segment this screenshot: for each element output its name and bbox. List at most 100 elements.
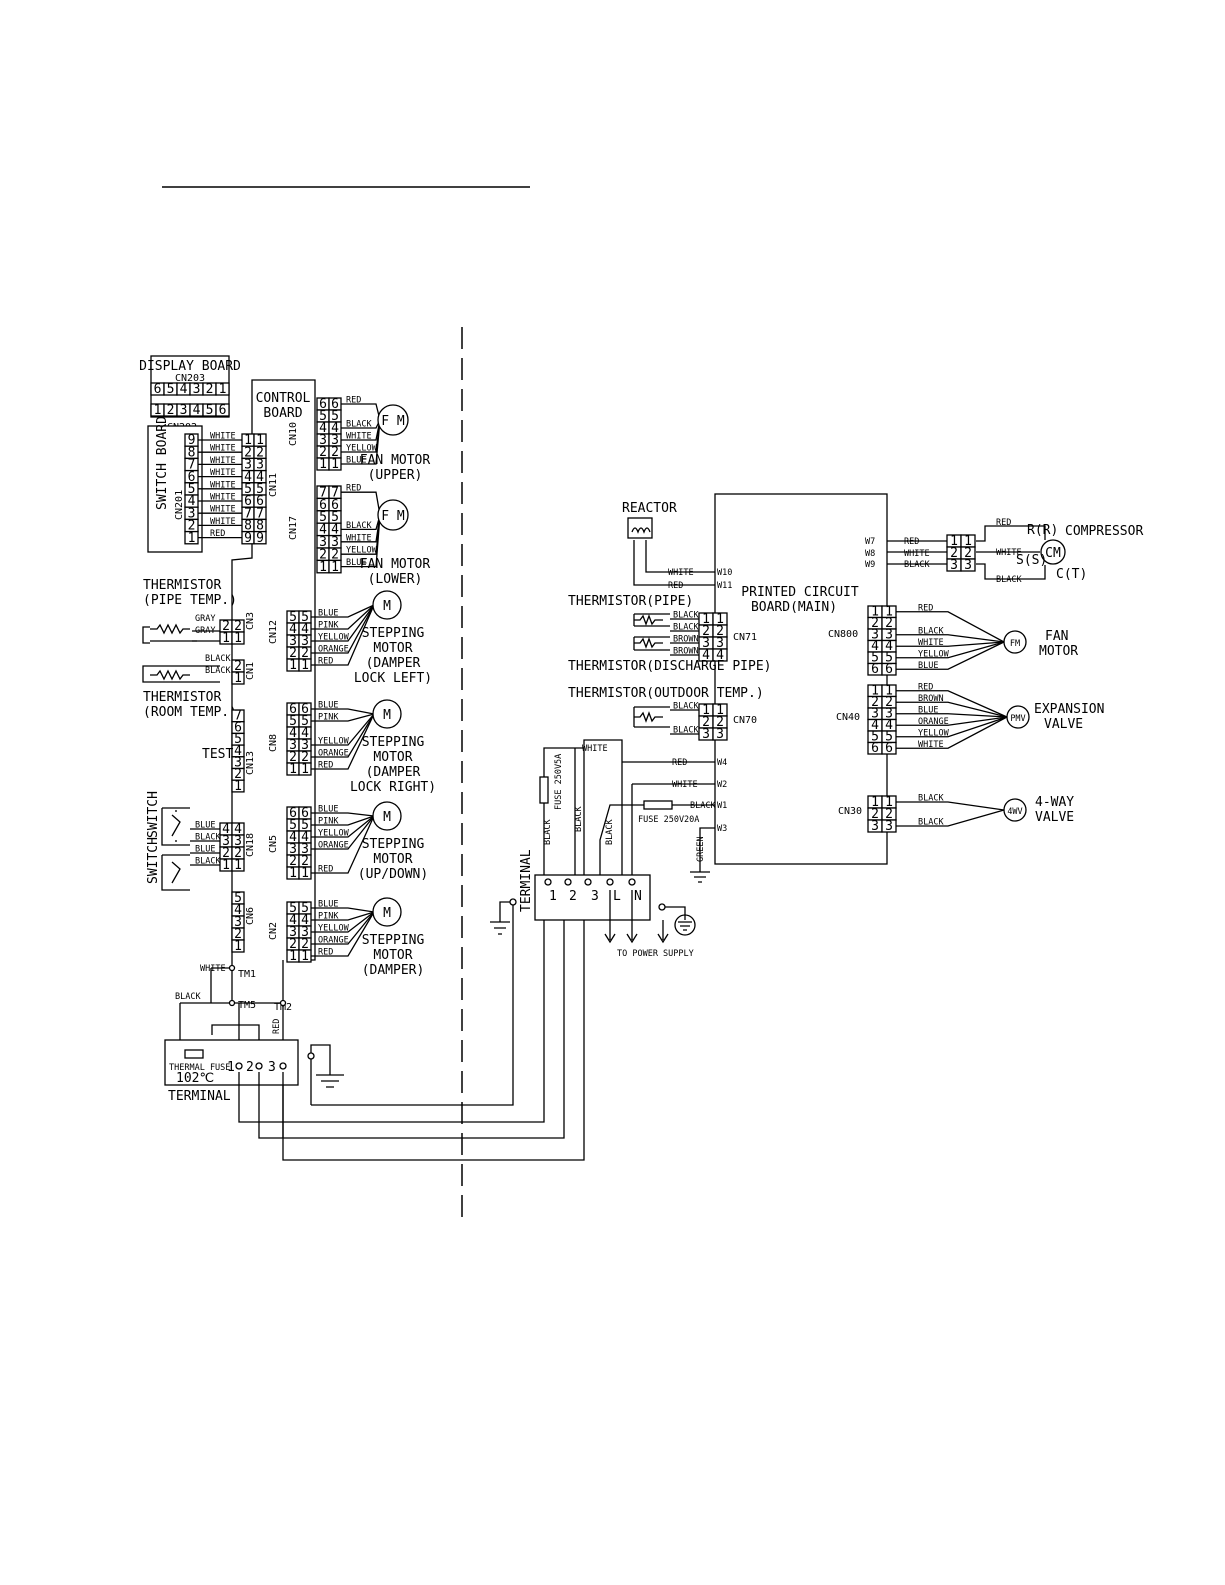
cn203-pin: 2 xyxy=(206,382,214,397)
cn10-pin: 5 xyxy=(331,409,339,424)
cn2-pin: 4 xyxy=(301,913,309,928)
cn10-wire xyxy=(341,403,381,421)
cn17-wire-label: RED xyxy=(346,484,361,494)
cn5-wire-label: ORANGE xyxy=(318,841,349,851)
cn202-pin-cell xyxy=(215,403,230,417)
cn10-label: CN10 xyxy=(288,422,299,446)
cn5-pin: 1 xyxy=(289,866,297,881)
cn11-pin: 6 xyxy=(244,494,252,509)
cn5-pin: 5 xyxy=(301,818,309,833)
cn201-label: CN201 xyxy=(174,490,185,520)
expansion-valve-icon xyxy=(1006,705,1030,729)
expansion-valve-label-2: VALVE xyxy=(1044,717,1083,732)
fuse-250v5a-label: FUSE 250V5A xyxy=(554,754,564,810)
cn17-pin: 5 xyxy=(319,510,327,525)
cn70-wire-label: BLACK xyxy=(673,702,699,712)
expansion-valve-symbol: PMV xyxy=(1010,714,1025,724)
thermistor-discharge-icon xyxy=(633,636,670,651)
cn8-wire-label: ORANGE xyxy=(318,749,349,759)
cn8-wire xyxy=(311,713,375,746)
cn2-wire-label: BLUE xyxy=(318,900,338,910)
cn800-pin: 6 xyxy=(871,662,879,677)
cn11-pin: 7 xyxy=(244,506,252,521)
white-wire-label: WHITE xyxy=(200,964,226,974)
cn18-pin: 1 xyxy=(234,858,242,873)
cn1-label: CN1 xyxy=(245,662,256,680)
compressor-icon xyxy=(1040,539,1066,565)
power-supply-label: TO POWER SUPPLY xyxy=(617,949,694,959)
stepping-damper-l3: (DAMPER) xyxy=(362,963,425,978)
cn13-label: CN13 xyxy=(245,751,256,775)
power-wires xyxy=(543,739,715,882)
cn11-pin: 1 xyxy=(256,433,264,448)
outdoor-unit: PRINTED CIRCUIT BOARD(MAIN) REACTOR WHIT… xyxy=(490,493,1143,959)
cn13-pin: 1 xyxy=(234,779,242,794)
cn8-pin: 5 xyxy=(301,714,309,729)
cn10-pin: 2 xyxy=(331,445,339,460)
cn30-pin: 2 xyxy=(871,807,879,822)
cn800-pin: 3 xyxy=(885,628,893,643)
cn8-wire xyxy=(311,713,375,722)
cn2-pin: 5 xyxy=(289,901,297,916)
stepping-lock-right-l3: (DAMPER xyxy=(366,765,421,780)
cn12-wire xyxy=(311,604,375,666)
cn12-pin: 5 xyxy=(289,610,297,625)
test-label: TEST xyxy=(202,747,233,762)
fan-motor-out-symbol: FM xyxy=(1010,639,1020,649)
cn17-wire-label: BLUE xyxy=(346,558,366,568)
cn201-wire-label: WHITE xyxy=(210,517,236,527)
cn800-wire xyxy=(896,641,1005,670)
cn1-pin: 2 xyxy=(234,659,242,674)
cn40-wire xyxy=(896,716,1008,726)
cn2-pin: 2 xyxy=(289,937,297,952)
cn17-wire xyxy=(341,491,381,516)
cn201-wire-label: WHITE xyxy=(210,493,236,503)
stepping-lock-right-l2: MOTOR xyxy=(373,750,412,765)
cn71-wire-label: BROWN xyxy=(673,647,699,657)
cn203-pin: 4 xyxy=(180,382,188,397)
cn18-label: CN18 xyxy=(245,833,256,857)
cn202-pin: 4 xyxy=(193,403,201,418)
cn40-pin: 6 xyxy=(871,741,879,756)
cn11-pin: 3 xyxy=(244,458,252,473)
fan-motor-out-label-2: MOTOR xyxy=(1039,644,1078,659)
cn2-label: CN2 xyxy=(268,922,279,940)
cn40-label: CN40 xyxy=(836,712,860,723)
cn40-wire xyxy=(896,716,1008,738)
cn6-label: CN6 xyxy=(245,907,256,925)
cn17-pin: 7 xyxy=(331,485,339,500)
cn8-wire xyxy=(311,713,375,770)
comp-white-out: WHITE xyxy=(996,548,1022,558)
cn203-pin: 1 xyxy=(219,382,227,397)
cn5-wire xyxy=(311,815,375,826)
cn17-pin: 3 xyxy=(331,535,339,550)
thermistor-room-label-1: THERMISTOR xyxy=(143,690,221,705)
comp-conn-pin: 2 xyxy=(950,546,958,561)
cn30-pin: 3 xyxy=(871,819,879,834)
cn11-pin: 9 xyxy=(244,531,252,546)
cn12-wire xyxy=(311,604,375,630)
cn202-pin: 3 xyxy=(180,403,188,418)
cn800-wire xyxy=(896,641,1005,659)
display-board-title: DISPLAY BOARD xyxy=(139,359,241,374)
cn10-wire-label: RED xyxy=(346,396,361,406)
cn8-wire xyxy=(311,713,375,758)
stepping-motor-updown-icon xyxy=(372,801,402,831)
fuse-250v20a-icon xyxy=(643,800,673,810)
cn800-pin: 4 xyxy=(871,639,879,654)
cn18-wire-label: BLUE xyxy=(195,845,215,855)
cn201-pin: 3 xyxy=(188,506,196,521)
cn71-pin: 3 xyxy=(702,636,710,651)
thermistor-room-label-2: (ROOM TEMP.) xyxy=(143,705,237,720)
cn5-wire-label: BLUE xyxy=(318,805,338,815)
cn40-pin: 4 xyxy=(871,718,879,733)
cn12-pin: 4 xyxy=(289,622,297,637)
cn8-wire-label: BLUE xyxy=(318,701,338,711)
